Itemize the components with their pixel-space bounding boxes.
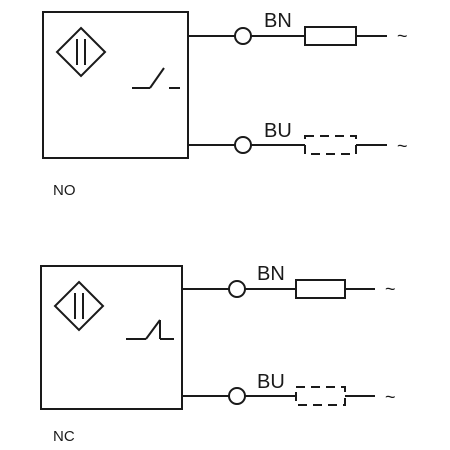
nc-diagram bbox=[40, 265, 375, 410]
sensor-body bbox=[42, 11, 189, 159]
no-bn-supply-symbol: ~ bbox=[397, 26, 408, 46]
bn-load-resistor bbox=[295, 279, 346, 299]
normally-closed-contact-icon bbox=[126, 319, 174, 340]
bu-load-resistor-dashed bbox=[295, 386, 346, 406]
nc-bu-label: BU bbox=[257, 371, 285, 393]
bu-load-resistor-dashed bbox=[304, 135, 357, 155]
inductive-sensor-icon bbox=[53, 280, 105, 332]
no-diagram bbox=[42, 11, 387, 159]
bn-load-resistor bbox=[304, 26, 357, 46]
no-bu-label: BU bbox=[264, 120, 292, 142]
normally-open-contact-icon bbox=[132, 67, 180, 89]
bn-terminal bbox=[228, 280, 246, 298]
no-bu-wire bbox=[188, 135, 387, 155]
no-bn-label: BN bbox=[264, 10, 292, 32]
inductive-sensor-icon bbox=[55, 26, 107, 78]
nc-section-label: NC bbox=[53, 428, 75, 445]
bu-terminal bbox=[228, 387, 246, 405]
no-bu-supply-symbol: ~ bbox=[397, 136, 408, 156]
nc-bu-supply-symbol: ~ bbox=[385, 387, 396, 407]
nc-bn-supply-symbol: ~ bbox=[385, 279, 396, 299]
no-section-label: NO bbox=[53, 182, 76, 199]
nc-bn-wire bbox=[182, 279, 375, 299]
bu-terminal bbox=[234, 136, 252, 154]
nc-bu-wire bbox=[182, 386, 375, 406]
sensor-body bbox=[40, 265, 183, 410]
no-bn-wire bbox=[188, 26, 387, 46]
bn-terminal bbox=[234, 27, 252, 45]
nc-bn-label: BN bbox=[257, 263, 285, 285]
